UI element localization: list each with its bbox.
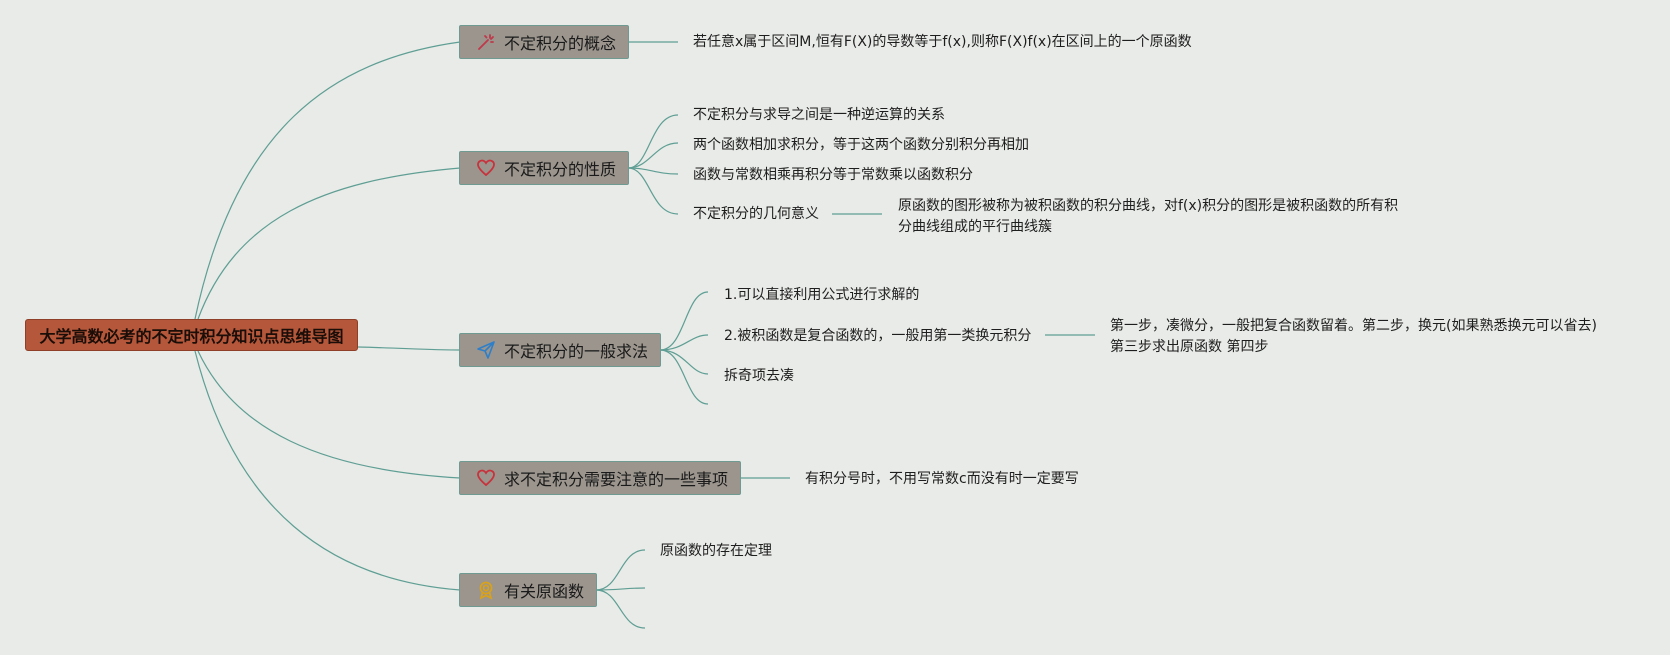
connector-method-empty: [659, 349, 709, 405]
connector-primitive-2: [595, 587, 646, 591]
branch-primitive[interactable]: 有关原函数: [459, 573, 597, 607]
connector-property-3: [627, 167, 679, 175]
connector-property-1: [627, 114, 679, 169]
branch-concept-label: 不定积分的概念: [504, 34, 617, 53]
leaf-property-4: 不定积分的几何意义: [693, 206, 819, 222]
leaf-method-2: 2.被积函数是复合函数的，一般用第一类换元积分: [724, 328, 1032, 344]
leaf-method-2-detail-line-2: 第三步求出原函数 第四步: [1110, 339, 1269, 355]
connector-property-4: [627, 167, 679, 215]
connector-root-primitive: [194, 350, 461, 591]
leaf-method-3: 拆奇项去凑: [724, 368, 794, 384]
connector-method-3: [659, 349, 709, 375]
leaf-property-3: 函数与常数相乘再积分等于常数乘以函数积分: [693, 167, 973, 183]
leaf-property-4-detail-line-2: 分曲线组成的平行曲线簇: [898, 219, 1052, 235]
magic-wand-icon: [476, 32, 496, 52]
branch-notice[interactable]: 求不定积分需要注意的一些事项: [459, 461, 741, 495]
branch-property-label: 不定积分的性质: [504, 160, 617, 179]
connector-property-2: [627, 142, 679, 169]
connector-method-2: [659, 334, 709, 351]
root-node[interactable]: 大学高数必考的不定时积分知识点思维导图: [25, 319, 358, 351]
branch-primitive-label: 有关原函数: [504, 582, 585, 601]
branch-method-label: 不定积分的一般求法: [504, 342, 649, 361]
leaf-method-1: 1.可以直接利用公式进行求解的: [724, 287, 920, 303]
leaf-method-2-detail: 第一步，凑微分，一般把复合函数留着。第二步，换元(如果熟悉换元可以省去) 第三步…: [1110, 316, 1597, 358]
connector-root-method: [357, 346, 461, 351]
connector-root-property: [197, 167, 461, 320]
heart-icon: [476, 158, 496, 178]
connector-method-1: [659, 291, 709, 351]
paper-plane-icon: [476, 340, 496, 360]
connector-root-concept: [194, 41, 461, 320]
connector-primitive-3: [595, 589, 646, 629]
branch-property[interactable]: 不定积分的性质: [459, 151, 629, 185]
leaf-primitive-1: 原函数的存在定理: [660, 543, 772, 559]
branch-method[interactable]: 不定积分的一般求法: [459, 333, 661, 367]
leaf-property-4-detail: 原函数的图形被称为被积函数的积分曲线，对f(x)积分的图形是被积函数的所有积 分…: [898, 196, 1398, 238]
leaf-concept: 若任意x属于区间M,恒有F(X)的导数等于f(x),则称F(X)f(x)在区间上…: [693, 34, 1192, 50]
award-badge-icon: [476, 580, 496, 600]
leaf-method-2-detail-line-1: 第一步，凑微分，一般把复合函数留着。第二步，换元(如果熟悉换元可以省去): [1110, 318, 1597, 334]
leaf-property-1: 不定积分与求导之间是一种逆运算的关系: [693, 107, 945, 123]
connector-root-notice: [197, 350, 461, 479]
leaf-notice: 有积分号时，不用写常数c而没有时一定要写: [805, 471, 1079, 487]
leaf-property-2: 两个函数相加求积分，等于这两个函数分别积分再相加: [693, 137, 1029, 153]
connector-primitive-1: [595, 549, 646, 591]
branch-concept[interactable]: 不定积分的概念: [459, 25, 629, 59]
heart-icon: [476, 468, 496, 488]
leaf-property-4-detail-line-1: 原函数的图形被称为被积函数的积分曲线，对f(x)积分的图形是被积函数的所有积: [898, 198, 1399, 214]
branch-notice-label: 求不定积分需要注意的一些事项: [504, 470, 729, 489]
